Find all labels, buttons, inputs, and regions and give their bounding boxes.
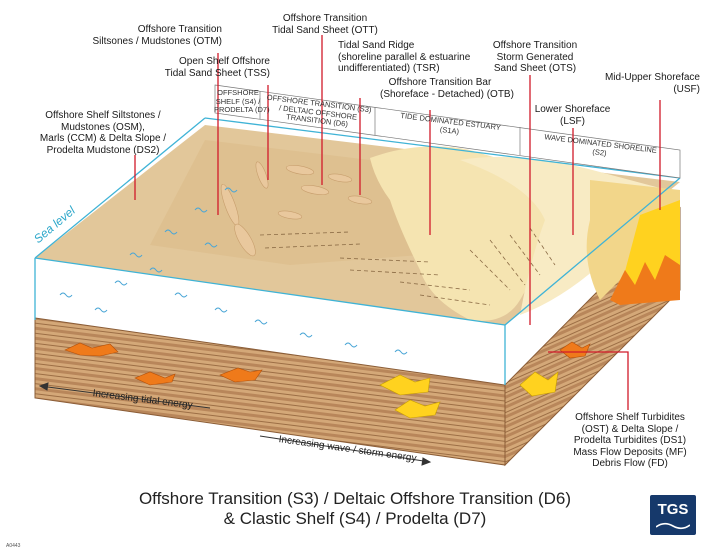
label-otm: Offshore Transition Siltsones / Mudstone… bbox=[92, 24, 222, 47]
label-lsf: Lower Shoreface (LSF) bbox=[534, 104, 611, 127]
sand-sheet-dashes bbox=[259, 227, 556, 306]
shoreface-sand-bodies bbox=[379, 371, 559, 419]
turbidite-lenses bbox=[64, 341, 591, 386]
label-tsr: Tidal Sand Ridge (shoreline parallel & e… bbox=[338, 40, 471, 74]
label-ots: Offshore Transition Storm Generated Sand… bbox=[492, 40, 578, 74]
figure-code: A0443 bbox=[6, 543, 21, 549]
wave-symbols bbox=[59, 187, 408, 355]
tidal-sand-ridges bbox=[220, 161, 373, 257]
energy-arrows bbox=[38, 382, 432, 466]
label-otb: Offshore Transition Bar (Shoreface - Det… bbox=[380, 77, 514, 100]
label-ott: Offshore Transition Tidal Sand Sheet (OT… bbox=[272, 13, 378, 36]
figure-title: Offshore Transition (S3) / Deltaic Offsh… bbox=[138, 489, 572, 528]
zone-shelf: OFFSHORE SHELF (S4) / PRODELTA (D7) bbox=[214, 88, 270, 114]
tgs-logo: TGS bbox=[650, 495, 696, 535]
label-tss: Open Shelf Offshore Tidal Sand Sheet (TS… bbox=[164, 56, 270, 79]
leader-lines bbox=[134, 35, 661, 410]
zone-header-bar bbox=[214, 84, 681, 179]
label-osm: Offshore Shelf Siltstones / Mudstones (O… bbox=[39, 110, 167, 156]
label-turbidites: Offshore Shelf Turbidites (OST) & Delta … bbox=[573, 412, 687, 469]
sea-level-box bbox=[34, 117, 681, 385]
wave-logo-icon bbox=[656, 522, 690, 530]
label-usf: Mid-Upper Shoreface (USF) bbox=[604, 72, 700, 95]
upper-shoreface-body bbox=[610, 200, 680, 305]
